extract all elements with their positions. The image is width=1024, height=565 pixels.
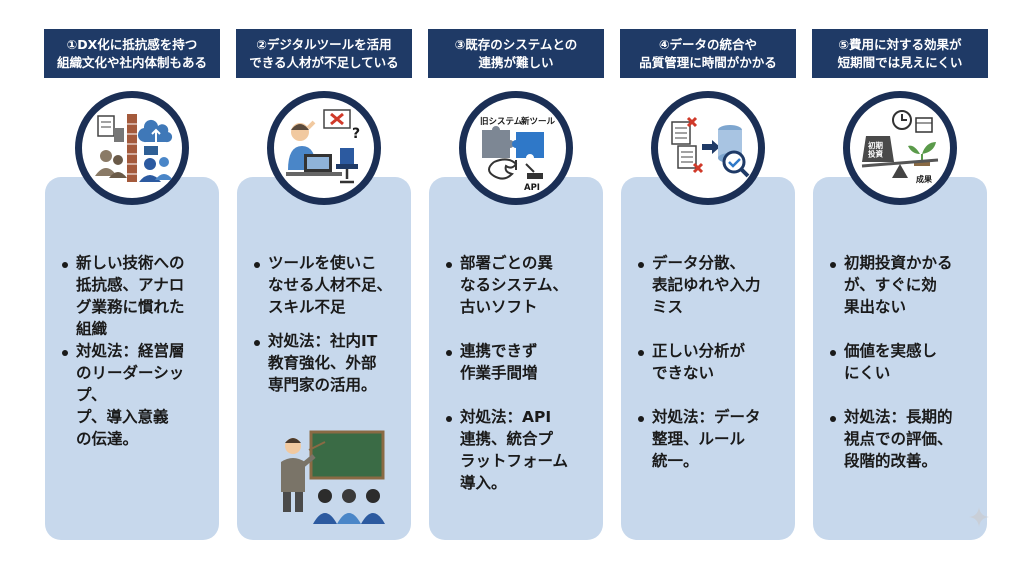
column-5-card — [813, 177, 987, 540]
column-5-bullet-3: 対処法：長期的 視点での評価、 段階的改善。 — [830, 406, 986, 472]
column-5-bullet-2: 価値を実感し にくい — [830, 340, 986, 384]
new-tool-label: 新ツール — [521, 116, 556, 127]
column-4: ④データの統合や 品質管理に時間がかかる データ分散、 表記ゆれや入力 ミス 正… — [620, 0, 796, 565]
column-2-title: ②デジタルツールを活用 できる人材が不足している — [249, 36, 399, 70]
column-5-bullet-1: 初期投資かかる が、すぐに効 果出ない — [830, 252, 986, 318]
confused-worker-icon: ? — [267, 91, 381, 205]
column-1-header: ①DX化に抵抗感を持つ 組織文化や社内体制もある — [44, 29, 220, 78]
result-label: 成果 — [916, 174, 932, 184]
column-2-bullet-1: ツールを使いこ なせる人材不足、 スキル不足 — [254, 252, 410, 318]
data-quality-icon — [651, 91, 765, 205]
old-system-label: 旧システム — [480, 116, 523, 127]
teacher-training-icon — [281, 430, 385, 524]
svg-text:?: ? — [352, 126, 360, 142]
api-label: API — [524, 183, 540, 193]
column-4-bullet-2: 正しい分析が できない — [638, 340, 794, 384]
column-1-bullet-1: 新しい技術への 抵抗感、アナロ グ業務に慣れた 組織 — [62, 252, 218, 340]
column-1: ①DX化に抵抗感を持つ 組織文化や社内体制もある 新しい技術への 抵抗感、アナロ… — [44, 0, 220, 565]
sparkle-icon — [969, 507, 989, 527]
system-integration-icon: 旧システム 新ツール API — [459, 91, 573, 205]
investment-label: 初期投資 — [868, 140, 883, 158]
column-3-bullet-3: 対処法：API 連携、統合プ ラットフォーム 導入。 — [446, 406, 602, 494]
column-4-title: ④データの統合や 品質管理に時間がかかる — [639, 36, 777, 70]
column-5-bullets: 初期投資かかる が、すぐに効 果出ない 価値を実感し にくい 対処法：長期的 視… — [830, 252, 986, 472]
column-5: ⑤費用に対する効果が 短期間では見えにくい 初期投資 成果 初期投資かかる が、… — [812, 0, 988, 565]
column-3-card — [429, 177, 603, 540]
column-5-header: ⑤費用に対する効果が 短期間では見えにくい — [812, 29, 988, 78]
column-3-title: ③既存のシステムとの 連携が難しい — [454, 36, 578, 70]
column-4-header: ④データの統合や 品質管理に時間がかかる — [620, 29, 796, 78]
team-resistance-icon — [75, 91, 189, 205]
column-2-header: ②デジタルツールを活用 できる人材が不足している — [236, 29, 412, 78]
column-2: ②デジタルツールを活用 できる人材が不足している ? ツールを使いこ なせる人材… — [236, 0, 412, 565]
column-1-title: ①DX化に抵抗感を持つ 組織文化や社内体制もある — [56, 36, 207, 70]
column-2-bullets: ツールを使いこ なせる人材不足、 スキル不足 対処法：社内IT 教育強化、外部 … — [254, 252, 410, 396]
column-4-card — [621, 177, 795, 540]
column-4-bullet-3: 対処法：データ 整理、ルール 統一。 — [638, 406, 794, 472]
column-3-bullet-1: 部署ごとの異 なるシステム、 古いソフト — [446, 252, 602, 318]
column-1-bullets: 新しい技術への 抵抗感、アナロ グ業務に慣れた 組織 対処法：経営層 のリーダー… — [62, 252, 218, 450]
column-2-bullet-2: 対処法：社内IT 教育強化、外部 専門家の活用。 — [254, 330, 410, 396]
column-4-bullets: データ分散、 表記ゆれや入力 ミス 正しい分析が できない 対処法：データ 整理… — [638, 252, 794, 472]
column-3-header: ③既存のシステムとの 連携が難しい — [428, 29, 604, 78]
column-1-card — [45, 177, 219, 540]
column-3-bullets: 部署ごとの異 なるシステム、 古いソフト 連携できず 作業手間増 対処法：API… — [446, 252, 602, 494]
column-5-title: ⑤費用に対する効果が 短期間では見えにくい — [837, 36, 963, 70]
column-1-bullet-2: 対処法：経営層 のリーダーシッ プ、 プ、導入意義 の伝達。 — [62, 340, 218, 450]
column-3-bullet-2: 連携できず 作業手間増 — [446, 340, 602, 384]
cost-balance-icon: 初期投資 成果 — [843, 91, 957, 205]
column-3: ③既存のシステムとの 連携が難しい 旧システム 新ツール API 部署ごとの異 … — [428, 0, 604, 565]
column-4-bullet-1: データ分散、 表記ゆれや入力 ミス — [638, 252, 794, 318]
